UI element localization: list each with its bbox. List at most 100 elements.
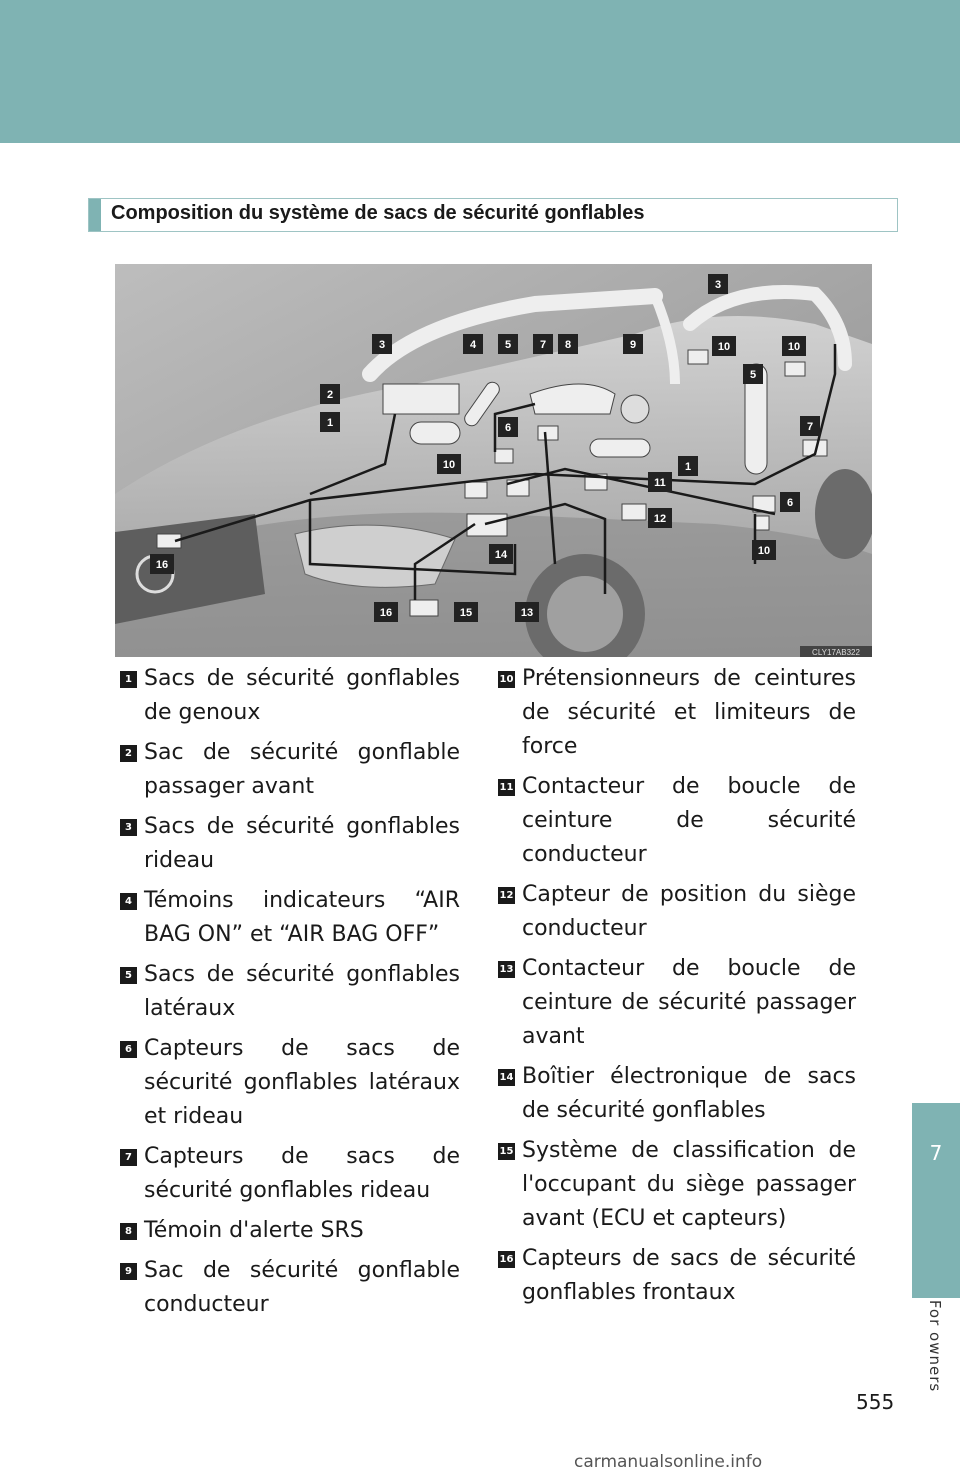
legend-item-15: 15 Système de classification de l'occupan… <box>498 1134 856 1236</box>
legend-text: Capteurs de sacs de sécurité gonflables … <box>522 1246 856 1305</box>
chapter-number: 7 <box>912 1141 960 1165</box>
legend-marker: 3 <box>120 819 137 836</box>
legend-text: Témoin d'alerte SRS <box>144 1218 364 1243</box>
svg-text:16: 16 <box>156 559 168 571</box>
legend-item-9: 9 Sac de sécurité gonflable conducteur <box>120 1254 460 1322</box>
svg-text:4: 4 <box>470 339 477 351</box>
svg-text:5: 5 <box>750 369 756 381</box>
svg-text:1: 1 <box>327 417 333 429</box>
legend-marker: 8 <box>120 1223 137 1240</box>
svg-text:16: 16 <box>380 607 392 619</box>
legend-text: Sac de sécurité gonflable passager avant <box>144 740 460 799</box>
legend-marker: 1 <box>120 671 137 688</box>
svg-text:10: 10 <box>718 341 730 353</box>
legend-item-1: 1 Sacs de sécurité gonflables de genoux <box>120 662 460 730</box>
legend-marker: 16 <box>498 1251 515 1268</box>
callout-1-left: 1 <box>320 412 340 432</box>
section-heading: Composition du système de sacs de sécuri… <box>88 198 898 232</box>
callout-10-left: 10 <box>437 454 461 474</box>
legend-marker: 12 <box>498 887 515 904</box>
callout-13: 13 <box>515 602 539 622</box>
legend-item-11: 11 Contacteur de boucle de ceinture de sé… <box>498 770 856 872</box>
legend-text: Sac de sécurité gonflable conducteur <box>144 1258 460 1317</box>
legend-marker: 11 <box>498 779 515 796</box>
svg-text:10: 10 <box>758 545 770 557</box>
airbag-system-diagram: 3 2 1 4 5 7 8 9 3 10 10 5 6 10 1 11 7 6 … <box>115 264 872 657</box>
legend-text: Boîtier électronique de sacs de sécurité… <box>522 1064 856 1123</box>
page-number: 555 <box>856 1390 894 1414</box>
legend-marker: 13 <box>498 961 515 978</box>
callout-8: 8 <box>558 334 578 354</box>
legend-text: Système de classification de l'occupant … <box>522 1138 856 1231</box>
svg-text:6: 6 <box>787 497 793 509</box>
callout-3-left: 3 <box>372 334 392 354</box>
image-code: CLY17AB322 <box>812 648 860 657</box>
legend-marker: 10 <box>498 671 515 688</box>
legend-text: Sacs de sécurité gonflables de genoux <box>144 666 460 725</box>
legend-marker: 15 <box>498 1143 515 1160</box>
svg-text:10: 10 <box>443 459 455 471</box>
callout-6-right: 6 <box>780 492 800 512</box>
svg-text:7: 7 <box>540 339 546 351</box>
legend-marker: 4 <box>120 893 137 910</box>
chapter-tab: 7 <box>912 1103 960 1298</box>
callout-2: 2 <box>320 384 340 404</box>
callout-6-left: 6 <box>498 417 518 437</box>
legend-text: Témoins indicateurs “AIR BAG ON” et “AIR… <box>144 888 460 947</box>
legend-item-14: 14 Boîtier électronique de sacs de sécuri… <box>498 1060 856 1128</box>
legend-text: Capteurs de sacs de sécurité gonflables … <box>144 1144 460 1203</box>
callout-15: 15 <box>454 602 478 622</box>
legend-text: Capteur de position du siège conducteur <box>522 882 856 941</box>
legend-text: Contacteur de boucle de ceinture de sécu… <box>522 956 856 1049</box>
callout-5-left: 5 <box>498 334 518 354</box>
legend-item-4: 4 Témoins indicateurs “AIR BAG ON” et “AI… <box>120 884 460 952</box>
svg-text:10: 10 <box>788 341 800 353</box>
legend-item-16: 16 Capteurs de sacs de sécurité gonflable… <box>498 1242 856 1310</box>
legend-text: Sacs de sécurité gonflables latéraux <box>144 962 460 1021</box>
legend-marker: 14 <box>498 1069 515 1086</box>
chapter-label-text: For owners <box>926 1300 944 1392</box>
callout-16-bottom: 16 <box>374 602 398 622</box>
legend-marker: 2 <box>120 745 137 762</box>
callout-14: 14 <box>489 544 513 564</box>
svg-text:5: 5 <box>505 339 511 351</box>
legend-marker: 5 <box>120 967 137 984</box>
callout-5-right: 5 <box>743 364 763 384</box>
legend-item-10: 10 Prétensionneurs de ceintures de sécuri… <box>498 662 856 764</box>
callout-11: 11 <box>648 472 672 492</box>
chapter-label: For owners <box>920 1300 950 1392</box>
svg-text:9: 9 <box>630 339 636 351</box>
svg-text:11: 11 <box>654 477 666 489</box>
callout-12: 12 <box>648 508 672 528</box>
svg-text:3: 3 <box>379 339 385 351</box>
legend-item-13: 13 Contacteur de boucle de ceinture de sé… <box>498 952 856 1054</box>
header-band <box>0 0 960 143</box>
legend-text: Contacteur de boucle de ceinture de sécu… <box>522 774 856 867</box>
section-title: Composition du système de sacs de sécuri… <box>111 202 645 225</box>
callout-16-grille: 16 <box>150 554 174 574</box>
svg-text:14: 14 <box>495 549 508 561</box>
svg-text:15: 15 <box>460 607 472 619</box>
callout-10-top-a: 10 <box>712 336 736 356</box>
svg-text:13: 13 <box>521 607 533 619</box>
callout-3-right: 3 <box>708 274 728 294</box>
legend-marker: 9 <box>120 1263 137 1280</box>
legend-item-8: 8 Témoin d'alerte SRS <box>120 1214 460 1248</box>
callout-4: 4 <box>463 334 483 354</box>
callout-1-right: 1 <box>678 456 698 476</box>
legend-item-5: 5 Sacs de sécurité gonflables latéraux <box>120 958 460 1026</box>
svg-text:12: 12 <box>654 513 666 525</box>
callout-7-left: 7 <box>533 334 553 354</box>
legend-text: Prétensionneurs de ceintures de sécurité… <box>522 666 856 759</box>
callout-7-right: 7 <box>800 416 820 436</box>
car-illustration: 3 2 1 4 5 7 8 9 3 10 10 5 6 10 1 11 7 6 … <box>115 264 872 657</box>
legend-right-column: 10 Prétensionneurs de ceintures de sécuri… <box>498 662 856 1316</box>
legend-item-2: 2 Sac de sécurité gonflable passager avan… <box>120 736 460 804</box>
legend-marker: 6 <box>120 1041 137 1058</box>
svg-text:7: 7 <box>807 421 813 433</box>
svg-text:3: 3 <box>715 279 721 291</box>
